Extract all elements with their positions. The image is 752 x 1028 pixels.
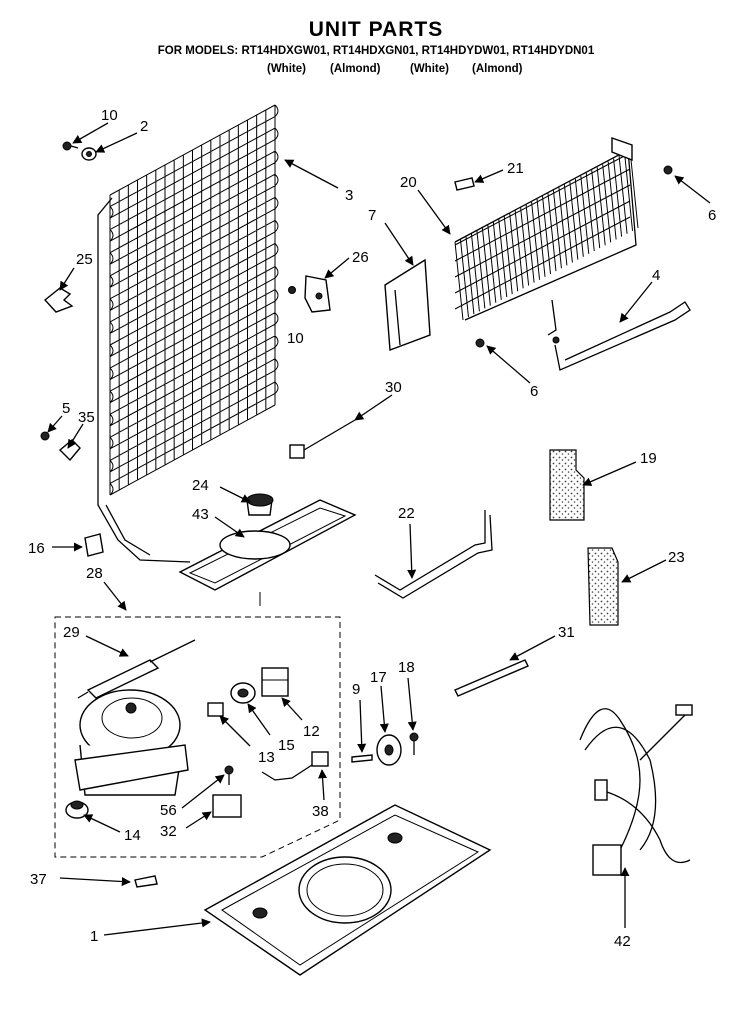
callout-7: 7	[368, 207, 376, 224]
fan-blade-17	[376, 734, 402, 766]
heater-4	[547, 299, 691, 371]
callout-21: 21	[507, 160, 524, 177]
callout-19: 19	[640, 450, 657, 467]
callout-1: 1	[90, 928, 98, 945]
motor-18	[409, 732, 419, 755]
tube-22	[374, 510, 493, 599]
screw-56	[224, 765, 234, 785]
color-label-4: (Almond)	[472, 63, 523, 75]
compressor-kit-outline	[54, 616, 341, 858]
insulation-19	[549, 449, 585, 521]
color-label-1: (White)	[267, 63, 306, 75]
condenser-coil	[97, 104, 279, 563]
callout-32: 32	[160, 823, 177, 840]
drier-29	[77, 639, 196, 699]
callout-18: 18	[398, 659, 415, 676]
callout-17: 17	[370, 669, 387, 686]
page-title: UNIT PARTS	[308, 18, 444, 41]
drain-pan-43	[178, 493, 357, 606]
callout-14: 14	[124, 827, 141, 844]
callout-6-bottom: 6	[530, 383, 538, 400]
pad-9	[351, 754, 373, 763]
overload-15	[230, 682, 256, 704]
callout-13: 13	[258, 749, 275, 766]
pad-37	[134, 875, 158, 888]
evaporator	[384, 137, 673, 351]
callout-42: 42	[614, 933, 631, 950]
callout-56: 56	[160, 802, 177, 819]
callout-31: 31	[558, 624, 575, 641]
relay-12	[261, 667, 289, 697]
callout-15: 15	[278, 737, 295, 754]
callout-25: 25	[76, 251, 93, 268]
callout-29: 29	[63, 624, 80, 641]
clip-16	[84, 533, 104, 557]
base-tray-1	[203, 804, 492, 976]
callout-24: 24	[192, 477, 209, 494]
callout-28: 28	[86, 565, 103, 582]
models-line: FOR MODELS: RT14HDXGW01, RT14HDXGN01, RT…	[157, 45, 595, 57]
screw-5-clip-35	[40, 431, 81, 462]
callout-35: 35	[78, 409, 95, 426]
callout-3: 3	[345, 187, 353, 204]
clip-26	[288, 275, 331, 313]
callout-43: 43	[192, 506, 209, 523]
callout-leaders	[47, 122, 711, 936]
harness-30	[289, 419, 356, 459]
capacitor-32	[212, 794, 242, 818]
color-label-3: (White)	[410, 63, 449, 75]
callout-37: 37	[30, 871, 47, 888]
screw-10-top	[62, 141, 79, 151]
callout-26: 26	[352, 249, 369, 266]
tube-31	[454, 659, 529, 697]
callout-30: 30	[385, 379, 402, 396]
callout-10-top: 10	[101, 107, 118, 124]
insulation-23	[587, 547, 619, 626]
compressor	[74, 689, 189, 796]
callout-12: 12	[303, 723, 320, 740]
callout-2: 2	[140, 118, 148, 135]
callout-numbers: 10 2 3 25 26 10 5 35 16 24 43 28 29 13 1…	[28, 107, 716, 950]
grommet-14	[65, 800, 89, 819]
callout-9: 9	[352, 681, 360, 698]
callout-20: 20	[400, 174, 417, 191]
callout-16: 16	[28, 540, 45, 557]
color-label-2: (Almond)	[330, 63, 381, 75]
callout-23: 23	[668, 549, 685, 566]
callout-10-mid: 10	[287, 330, 304, 347]
bracket-25	[43, 287, 74, 313]
callout-5: 5	[62, 400, 70, 417]
callout-22: 22	[398, 505, 415, 522]
wire-harness-42	[579, 704, 693, 876]
callout-4: 4	[652, 267, 660, 284]
callout-38: 38	[312, 803, 329, 820]
grommet-2	[81, 147, 97, 161]
relay-13	[207, 702, 224, 717]
harness-38	[261, 751, 329, 781]
callout-6-right: 6	[708, 207, 716, 224]
